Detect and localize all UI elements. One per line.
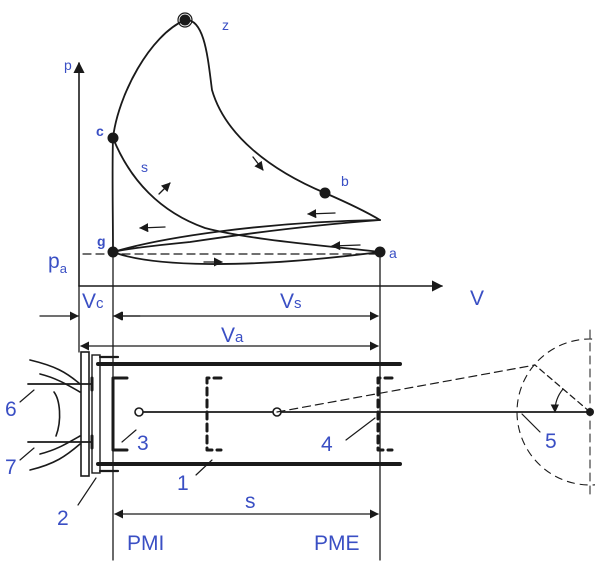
gas-exchange-loop-upper (112, 219, 381, 253)
arrow-upper-2 (307, 209, 336, 219)
label-part-6: 6 (5, 398, 17, 421)
leader-4 (345, 417, 376, 441)
label-part-5: 5 (545, 430, 557, 453)
point-c (107, 132, 119, 144)
label-s-curve: s (141, 159, 148, 175)
cylinder-head (80, 351, 90, 477)
arrow-compression (158, 182, 171, 195)
label-z: z (222, 17, 229, 33)
label-vc: Vc (82, 290, 104, 313)
leader-1 (195, 459, 213, 476)
label-p-axis: p (64, 57, 72, 73)
point-b (319, 187, 331, 199)
label-g: g (97, 233, 106, 249)
label-b: b (341, 173, 349, 189)
leader-5 (521, 413, 541, 433)
crank-angle-arc (550, 388, 564, 413)
crank-circle (516, 338, 595, 486)
label-pa: pa (48, 250, 68, 276)
crank-arm (534, 364, 591, 413)
crank-pin (586, 408, 594, 416)
gas-exchange-loop-lower (112, 251, 381, 265)
piston-tdc (111, 376, 129, 452)
label-a: a (389, 245, 397, 261)
label-va: Va (221, 324, 244, 347)
label-pme: PME (314, 532, 360, 555)
piston-bdc (376, 376, 394, 452)
arrow-upper-1 (139, 223, 166, 233)
label-part-1: 1 (177, 472, 189, 495)
label-part-7: 7 (5, 456, 17, 479)
leader-7 (19, 447, 35, 461)
piston-mid (205, 376, 223, 452)
cylinder-head-flange (91, 354, 101, 474)
label-vs: Vs (280, 290, 302, 313)
arrow-expansion (252, 156, 264, 171)
leader-6 (19, 389, 35, 403)
combustion-expansion-curve (112, 19, 381, 221)
port-duct-mid (53, 391, 61, 437)
compression-line-s (112, 219, 381, 253)
label-part-3: 3 (137, 432, 149, 455)
arrow-lower-1 (331, 241, 361, 251)
port-duct-lower-inner (39, 435, 81, 455)
point-z-ring (177, 12, 193, 28)
leader-2 (77, 477, 97, 506)
label-c: c (96, 123, 104, 139)
port-duct-lower (29, 443, 81, 471)
label-v-axis: V (470, 287, 484, 310)
port-duct-upper-inner (39, 373, 81, 393)
leader-3 (121, 429, 137, 443)
label-pmi: PMI (127, 532, 164, 555)
label-part-4: 4 (321, 433, 333, 456)
port-duct-upper (29, 359, 81, 385)
connecting-rod-dashed (276, 364, 536, 413)
point-z (179, 14, 191, 26)
label-stroke: s (245, 490, 256, 513)
label-part-2: 2 (57, 507, 69, 530)
wrist-pin-tdc (134, 407, 144, 417)
engine-schematic: 1 2 3 4 5 6 7 s PMI PME (5, 329, 595, 555)
